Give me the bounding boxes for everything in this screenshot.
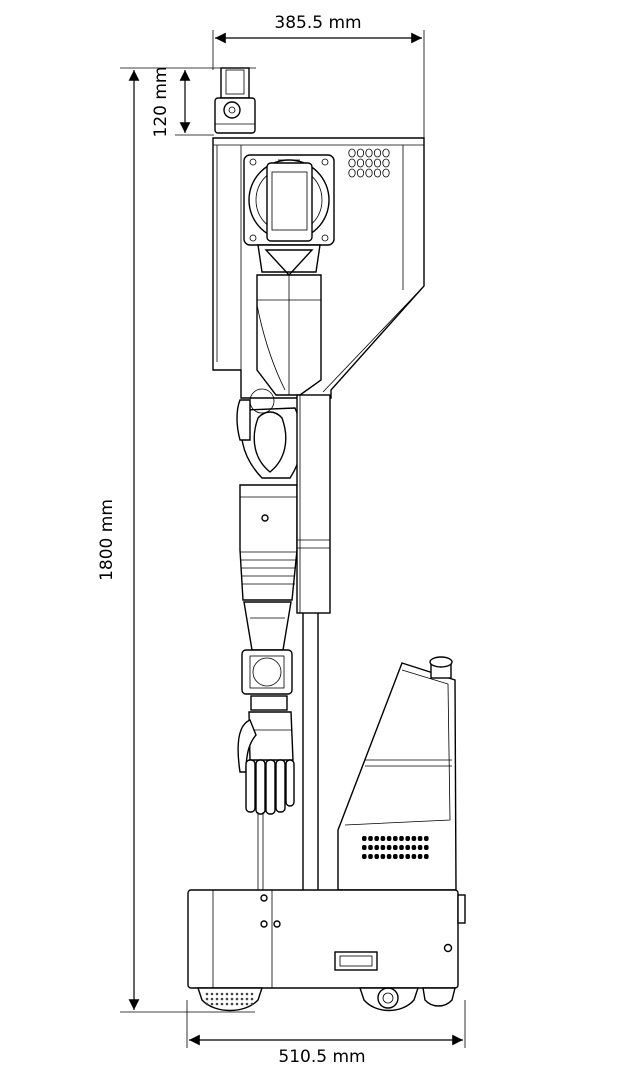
dimension-top-width: 385.5 mm — [212, 13, 425, 138]
mast — [296, 394, 331, 890]
dimension-total-height-label: 1800 mm — [97, 499, 117, 581]
handle-icon — [334, 951, 378, 971]
dimension-bottom-width: 510.5 mm — [186, 1000, 466, 1067]
wheel-icon — [197, 987, 456, 1012]
dimension-total-height: 1800 mm — [97, 67, 255, 1013]
torso-housing — [212, 137, 425, 399]
emergency-stop-button-icon — [429, 656, 453, 679]
finger-icon — [245, 759, 295, 815]
mobile-base — [187, 889, 466, 1012]
vent-grille-icon — [362, 836, 429, 859]
control-tower — [337, 656, 457, 891]
speaker-grille-icon — [348, 148, 390, 178]
head-camera — [214, 67, 256, 134]
dimension-head-height-label: 120 mm — [151, 67, 171, 138]
dimension-top-width-label: 385.5 mm — [274, 13, 361, 33]
robot-arm — [236, 154, 335, 890]
dimension-bottom-width-label: 510.5 mm — [278, 1047, 365, 1067]
